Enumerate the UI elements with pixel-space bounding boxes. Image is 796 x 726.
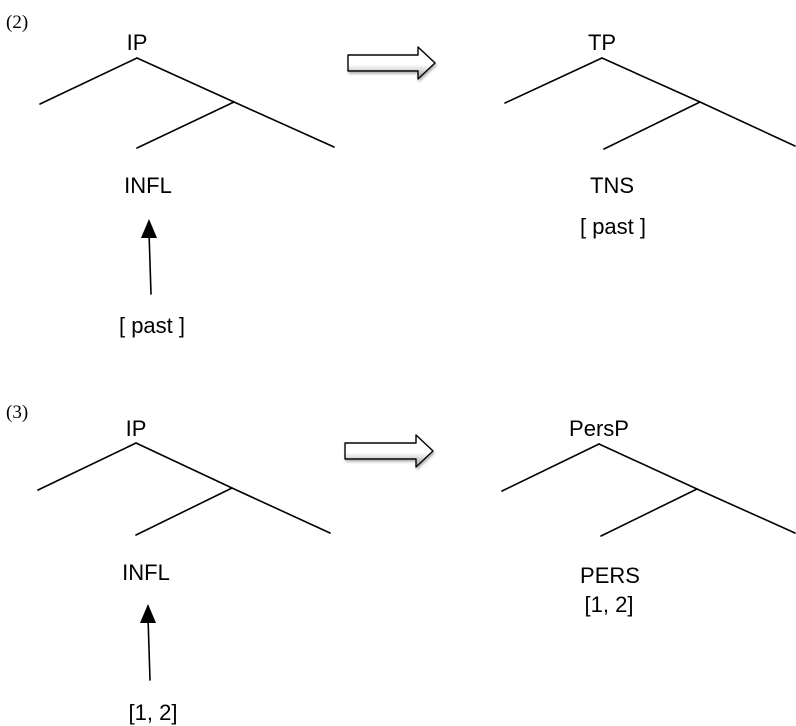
tree-branch-left [504, 57, 603, 104]
tree-root-label: IP [127, 30, 148, 55]
hollow-right-arrow-icon [344, 434, 434, 468]
tree-head-label: PERS [580, 563, 640, 588]
left-tree: IP INFL [1, 2] [37, 416, 331, 725]
example-number: (2) [6, 12, 28, 33]
tree-head-label: TNS [590, 173, 634, 198]
tree-branch-left [136, 101, 235, 149]
tree-branch-right [696, 488, 796, 534]
example-2: (2) IP INFL [ past ] TP TNS [6, 12, 796, 338]
example-3: (3) IP INFL [1, 2] PersP PERS [6, 402, 796, 725]
tree-head-label: INFL [122, 560, 170, 585]
tree-branch-right [601, 57, 701, 103]
example-number: (3) [6, 402, 28, 423]
tree-branch-right [598, 443, 698, 490]
upward-arrow-icon [141, 219, 157, 295]
feature-label: [1, 2] [585, 592, 634, 617]
left-tree: IP INFL [ past ] [39, 30, 335, 338]
right-tree: PersP PERS [1, 2] [501, 416, 796, 617]
tree-branch-right [231, 487, 331, 534]
feature-label: [ past ] [580, 214, 646, 239]
upward-arrow-icon [140, 604, 156, 681]
tree-root-label: PersP [569, 416, 629, 441]
tree-branch-right [699, 101, 796, 147]
tree-branch-left [37, 442, 137, 491]
tree-branch-left [603, 101, 701, 150]
tree-branch-left [501, 443, 600, 492]
hollow-right-arrow-icon [347, 46, 436, 80]
tree-head-label: INFL [124, 173, 172, 198]
feature-label: [1, 2] [129, 700, 178, 725]
feature-label: [ past ] [119, 313, 185, 338]
tree-branch-right [135, 442, 233, 489]
tree-branch-left [600, 488, 698, 537]
tree-branch-right [136, 57, 235, 103]
tree-branch-left [135, 487, 233, 536]
tree-branch-left [39, 57, 138, 105]
tree-branch-right [233, 101, 335, 148]
right-tree: TP TNS [ past ] [504, 30, 796, 239]
tree-root-label: TP [588, 30, 616, 55]
tree-root-label: IP [126, 416, 147, 441]
